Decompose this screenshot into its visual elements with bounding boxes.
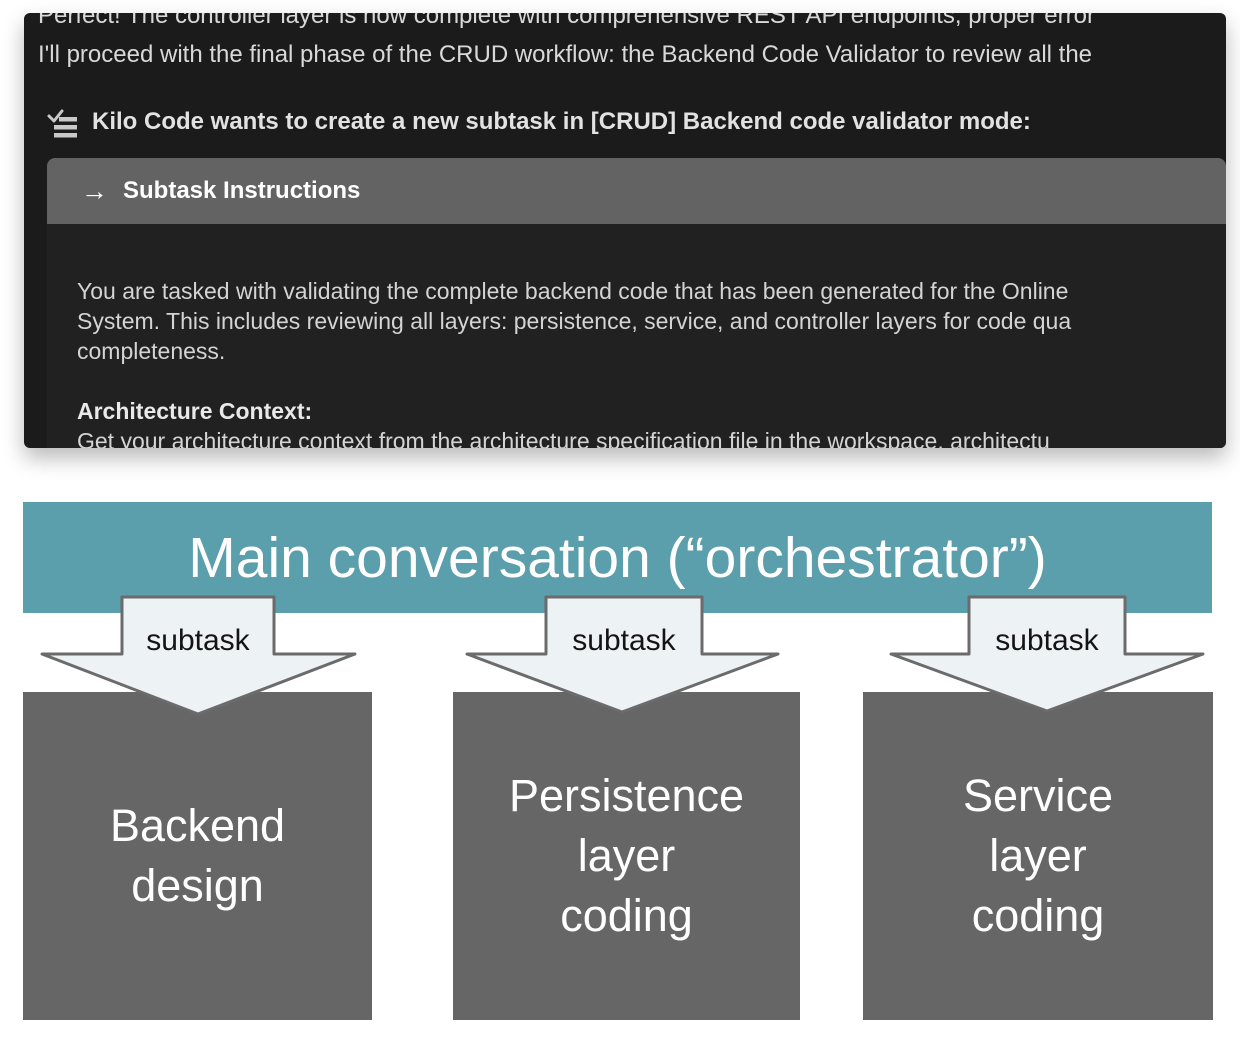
orchestrator-banner-title: Main conversation (“orchestrator”) [188,525,1047,590]
chat-message-line-1: Perfect! The controller layer is now com… [38,13,1095,29]
task-box-backend-design: Backend design [23,692,372,1020]
instructions-paragraph: You are tasked with validating the compl… [77,278,1072,364]
subtask-arrow-label: subtask [146,624,250,657]
task-box-label: Service layer coding [962,770,1114,941]
subtask-arrow-label: subtask [995,624,1099,657]
subtask-instructions-title: Subtask Instructions [123,177,361,204]
chat-screenshot-panel: Perfect! The controller layer is now com… [24,13,1226,448]
task-box-label: Persistence layer coding [508,770,745,941]
task-box-service-layer-coding: Service layer coding [863,692,1213,1020]
orchestrator-banner: Main conversation (“orchestrator”) [23,502,1212,613]
subtask-instructions-header[interactable]: → Subtask Instructions [47,158,1226,224]
subtask-instructions-body: You are tasked with validating the compl… [47,224,1226,448]
checklist-icon [47,109,77,138]
subtask-arrow-label: subtask [572,624,676,657]
architecture-context-line: Get your architecture context from the a… [77,428,1050,448]
chat-message-line-2: I'll proceed with the final phase of the… [38,41,1093,68]
subtask-request-text: Kilo Code wants to create a new subtask … [92,108,1031,135]
arrow-right-icon: → [81,175,108,206]
architecture-context-heading: Architecture Context: [77,398,313,424]
task-box-label: Backend design [109,800,286,911]
task-box-persistence-layer-coding: Persistence layer coding [453,692,800,1020]
